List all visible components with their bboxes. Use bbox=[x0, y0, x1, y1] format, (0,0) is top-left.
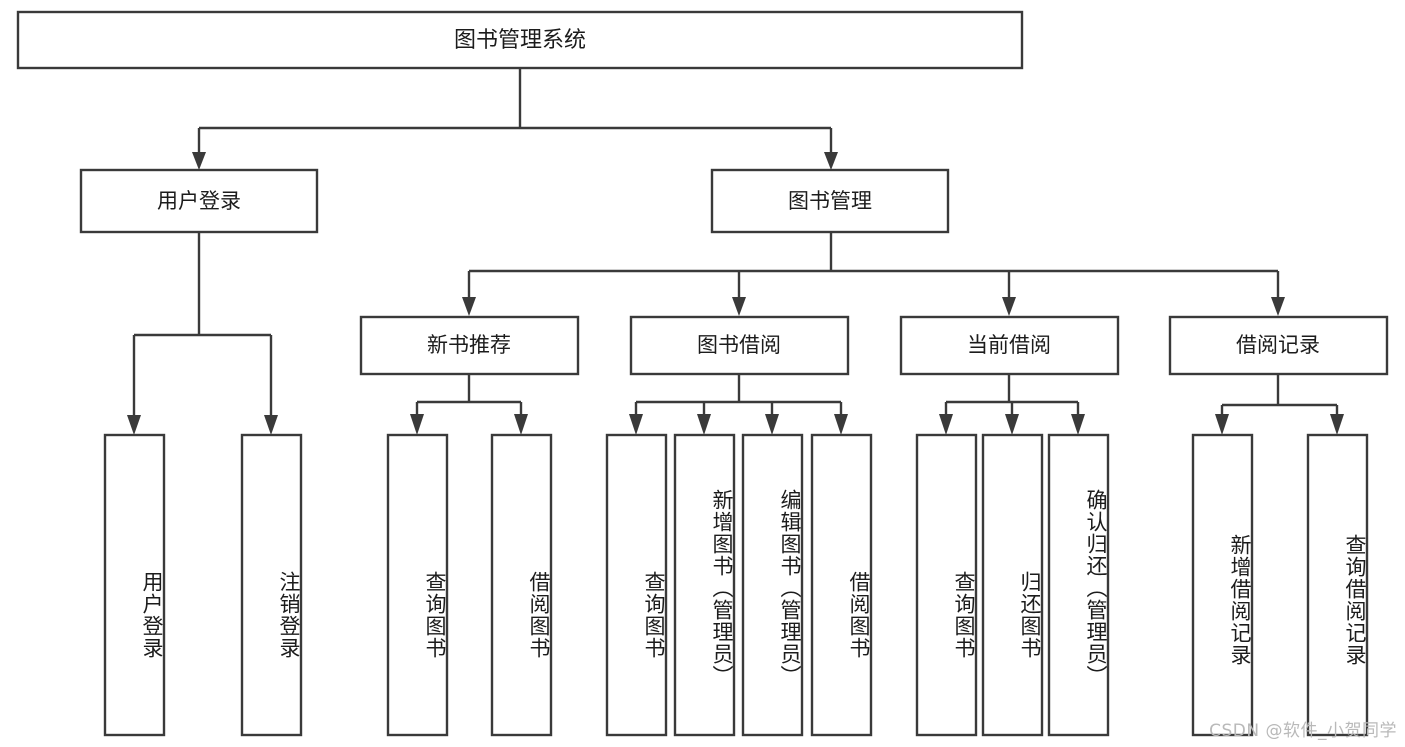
leaf-box-book-borrow-2[interactable] bbox=[673, 433, 736, 737]
node-new-book-recommend[interactable]: 新书推荐 bbox=[359, 315, 580, 376]
csdn-watermark: CSDN @软件_小贺同学 bbox=[1209, 721, 1397, 741]
node-borrow-record-label: 借阅记录 bbox=[1236, 333, 1320, 357]
connector-current-borrow-to-leaves bbox=[939, 374, 1085, 435]
arrow-head-icon bbox=[127, 415, 141, 435]
arrow-head-icon bbox=[629, 414, 643, 435]
arrow-head-icon bbox=[1271, 297, 1285, 316]
arrow-head-icon bbox=[462, 297, 476, 316]
arrow-head-icon bbox=[1005, 414, 1019, 435]
arrow-head-icon bbox=[765, 414, 779, 435]
leaf-box-current-borrow-1[interactable] bbox=[915, 433, 978, 737]
node-user-login[interactable]: 用户登录 bbox=[79, 168, 319, 234]
node-user-login-label: 用户登录 bbox=[157, 189, 241, 213]
connector-root-to-level2 bbox=[192, 68, 838, 170]
arrow-head-icon bbox=[1071, 414, 1085, 435]
node-root-system[interactable]: 图书管理系统 bbox=[16, 10, 1024, 70]
arrow-head-icon bbox=[697, 414, 711, 435]
connector-new-book-to-leaves bbox=[410, 374, 528, 435]
arrow-head-icon bbox=[514, 414, 528, 435]
node-current-borrow-label: 当前借阅 bbox=[967, 333, 1051, 357]
arrow-head-icon bbox=[1215, 414, 1229, 435]
leaf-box-new-book-1[interactable] bbox=[386, 433, 449, 737]
arrow-head-icon bbox=[192, 152, 206, 170]
arrow-head-icon bbox=[1002, 297, 1016, 316]
node-borrow-record[interactable]: 借阅记录 bbox=[1168, 315, 1389, 376]
leaf-box-book-borrow-3[interactable] bbox=[741, 433, 804, 737]
leaf-box-book-borrow-1[interactable] bbox=[605, 433, 668, 737]
connector-book-borrow-to-leaves bbox=[629, 374, 848, 435]
leaf-box-borrow-record-2[interactable] bbox=[1306, 433, 1369, 737]
arrow-head-icon bbox=[264, 415, 278, 435]
connector-book-manage-to-level3 bbox=[462, 232, 1285, 316]
arrow-head-icon bbox=[1330, 414, 1344, 435]
arrow-head-icon bbox=[939, 414, 953, 435]
arrow-head-icon bbox=[834, 414, 848, 435]
leaf-box-borrow-record-1[interactable] bbox=[1191, 433, 1254, 737]
arrow-head-icon bbox=[732, 297, 746, 316]
node-current-borrow[interactable]: 当前借阅 bbox=[899, 315, 1120, 376]
connector-user-login-to-leaves bbox=[127, 232, 278, 435]
arrow-head-icon bbox=[824, 152, 838, 170]
leaf-box-new-book-2[interactable] bbox=[490, 433, 553, 737]
leaf-box-user-login-2[interactable] bbox=[240, 433, 303, 737]
leaf-box-user-login-1[interactable] bbox=[103, 433, 166, 737]
leaf-box-book-borrow-4[interactable] bbox=[810, 433, 873, 737]
node-book-borrow[interactable]: 图书借阅 bbox=[629, 315, 850, 376]
leaf-box-current-borrow-2[interactable] bbox=[981, 433, 1044, 737]
node-book-borrow-label: 图书借阅 bbox=[697, 333, 781, 357]
node-new-book-recommend-label: 新书推荐 bbox=[427, 333, 511, 357]
leaf-box-current-borrow-3[interactable] bbox=[1047, 433, 1110, 737]
node-root-label: 图书管理系统 bbox=[454, 28, 586, 53]
arrow-head-icon bbox=[410, 414, 424, 435]
node-book-manage-label: 图书管理 bbox=[788, 189, 872, 213]
node-book-manage[interactable]: 图书管理 bbox=[710, 168, 950, 234]
connector-borrow-record-to-leaves bbox=[1215, 374, 1344, 435]
